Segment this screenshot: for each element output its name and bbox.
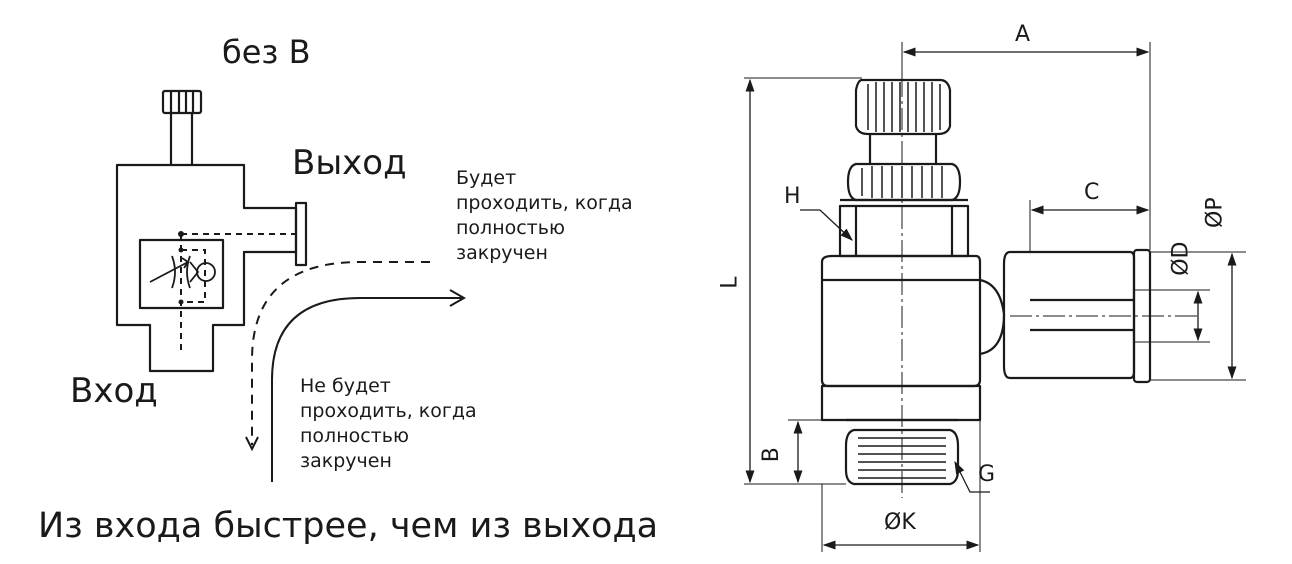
throttle-symbol — [171, 255, 176, 289]
diagram-caption: Из входа быстрее, чем из выхода — [38, 506, 659, 546]
side-dome — [979, 278, 1006, 356]
dim-label-L: L — [717, 276, 743, 289]
note-will-not-pass: Не будет проходить, когда полностью закр… — [300, 375, 477, 472]
dim-label-K: ØK — [884, 510, 916, 535]
hex-body — [838, 204, 970, 258]
no-flow-path-dashed — [251, 261, 430, 445]
note-will-pass: Будет проходить, когда полностью закруче… — [456, 167, 633, 264]
schematic-knob — [161, 89, 203, 115]
dim-label-D: ØD — [1168, 241, 1194, 276]
dim-label-A: A — [1015, 22, 1031, 47]
push-in-fitting — [1002, 250, 1136, 380]
dim-label-B: B — [758, 447, 784, 463]
adjust-knob — [854, 78, 952, 136]
dim-label-H: H — [784, 184, 801, 209]
schematic-title: без В — [222, 33, 311, 71]
lock-nut — [846, 162, 962, 202]
leader-H — [800, 209, 853, 241]
leader-G — [954, 460, 990, 493]
schematic-valve-body — [115, 163, 298, 373]
dim-label-C: C — [1084, 180, 1100, 205]
outlet-label: Выход — [292, 143, 407, 183]
bottom-ring — [820, 384, 982, 422]
inlet-label: Вход — [70, 371, 158, 411]
dim-label-G: G — [978, 462, 996, 487]
flow-path-solid — [271, 297, 462, 482]
threaded-nipple — [844, 428, 960, 486]
main-body — [820, 254, 982, 388]
dim-label-P: ØP — [1202, 197, 1228, 228]
